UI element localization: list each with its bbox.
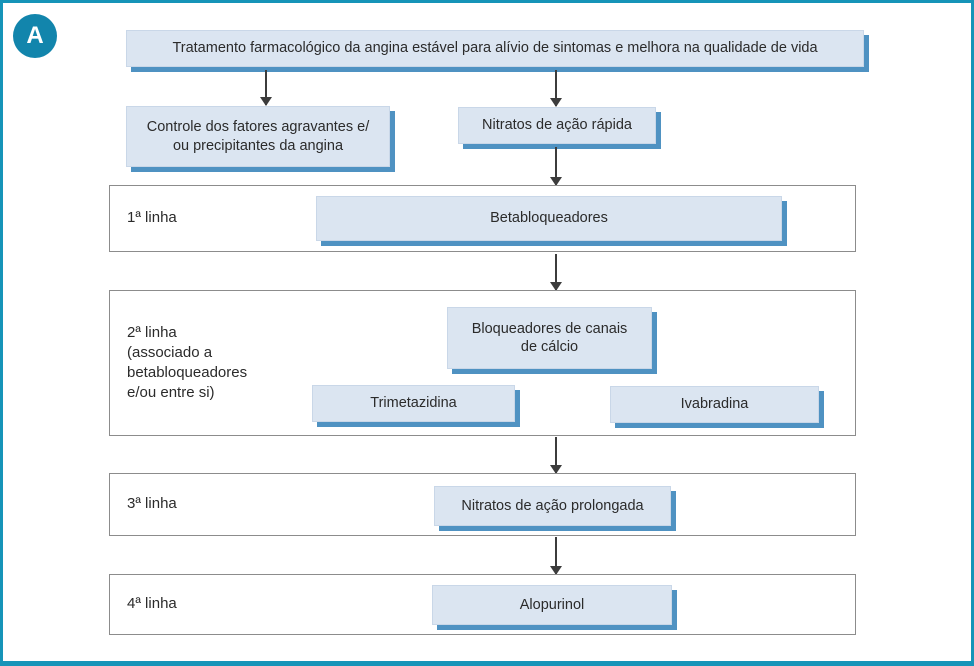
alopurinol-box: Alopurinol xyxy=(432,585,672,625)
section-linha-3: 3ª linha Nitratos de ação prolongada xyxy=(109,473,856,536)
arrow-down-to-linha2 xyxy=(555,254,557,290)
ivabradina-box: Ivabradina xyxy=(610,386,819,423)
section-linha-2: 2ª linha (associado a betabloqueadores e… xyxy=(109,290,856,436)
arrow-down-to-linha1 xyxy=(555,147,557,185)
betabloqueadores-box: Betabloqueadores xyxy=(316,196,782,241)
bloqueadores-canais-calcio-box: Bloqueadores de canais de cálcio xyxy=(447,307,652,369)
arrow-down-to-controle xyxy=(265,70,267,105)
section-label-linha-4: 4ª linha xyxy=(127,595,177,613)
arrow-down-to-linha3 xyxy=(555,437,557,473)
controle-fatores-box: Controle dos fatores agravantes e/ ou pr… xyxy=(126,106,390,167)
top-treatment-box: Tratamento farmacológico da angina estáv… xyxy=(126,30,864,67)
nitratos-acao-rapida-box: Nitratos de ação rápida xyxy=(458,107,656,144)
section-label-linha-3: 3ª linha xyxy=(127,495,177,513)
section-label-linha-1: 1ª linha xyxy=(127,209,177,227)
section-linha-4: 4ª linha Alopurinol xyxy=(109,574,856,635)
nitratos-acao-prolongada-box: Nitratos de ação prolongada xyxy=(434,486,671,526)
trimetazidina-box: Trimetazidina xyxy=(312,385,515,422)
figure-label-badge: A xyxy=(13,14,57,58)
section-label-linha-2: 2ª linha (associado a betabloqueadores e… xyxy=(127,323,248,402)
arrow-down-to-linha4 xyxy=(555,537,557,574)
section-linha-1: 1ª linha Betabloqueadores xyxy=(109,185,856,252)
arrow-down-to-nitratos-rapida xyxy=(555,70,557,106)
figure-label: A xyxy=(26,22,44,49)
